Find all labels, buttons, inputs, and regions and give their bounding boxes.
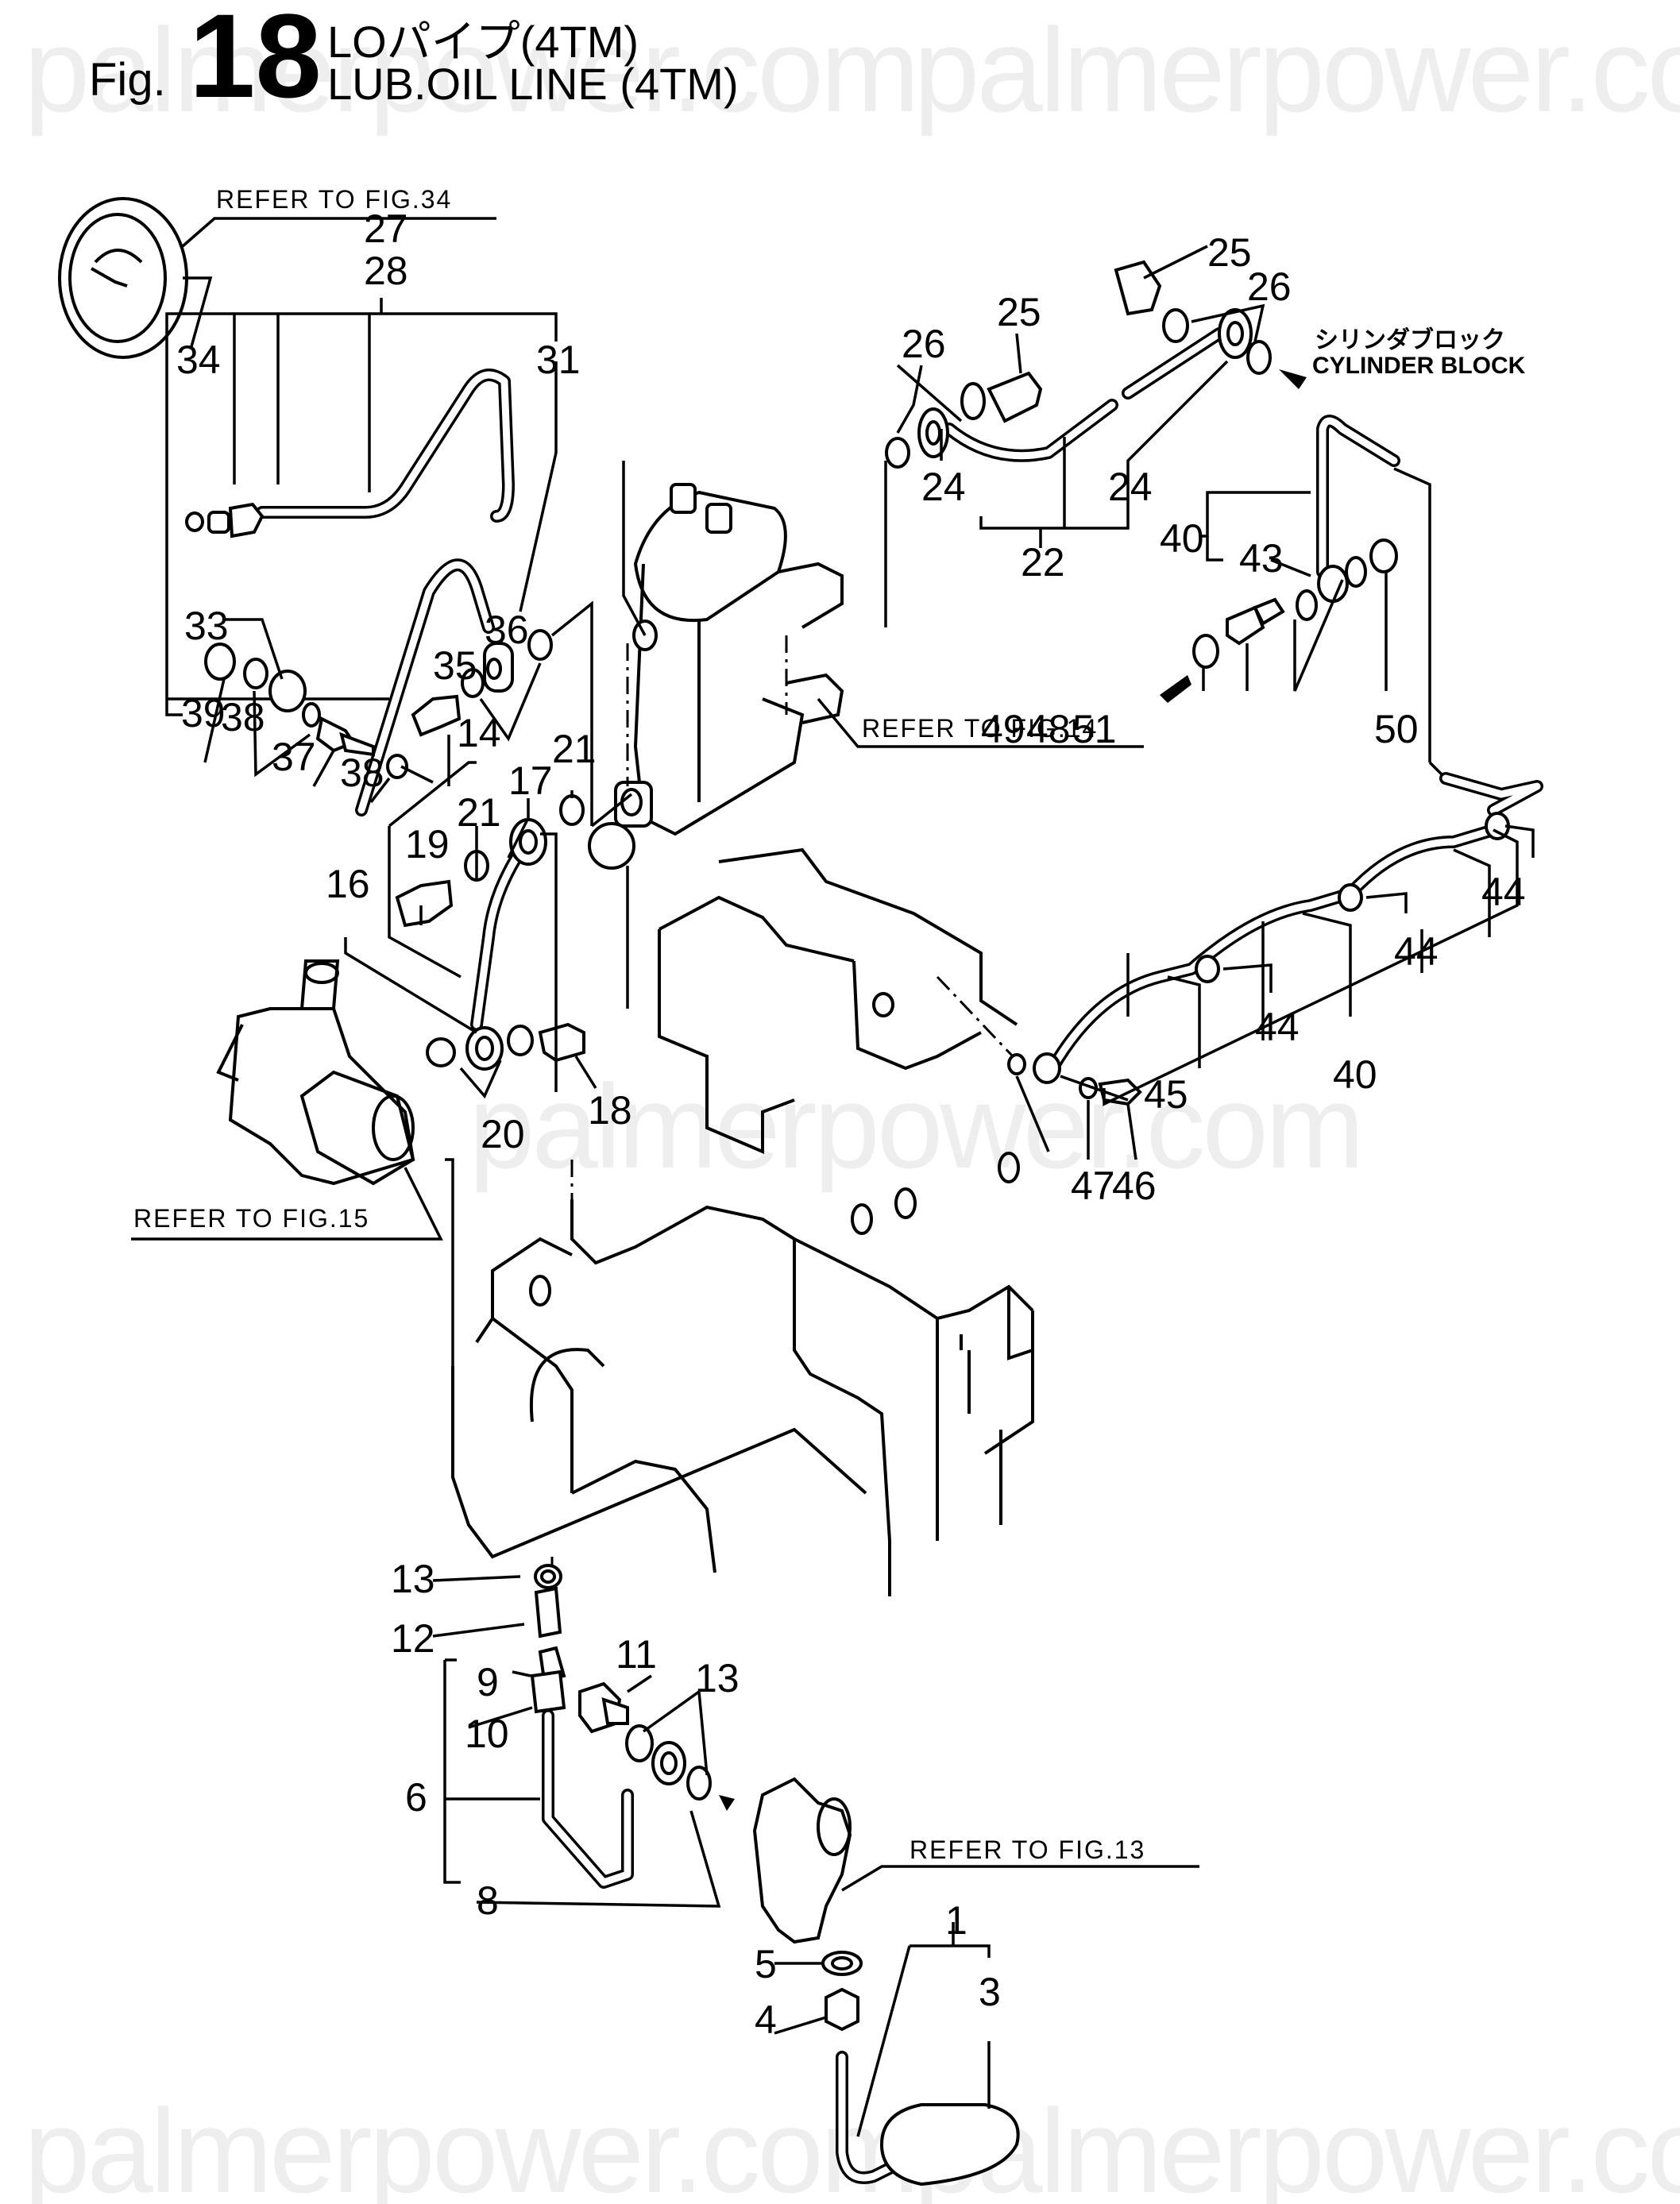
callout-22: 22	[1021, 540, 1065, 585]
engine-block	[451, 847, 1034, 1596]
leader-fig14	[817, 697, 1144, 748]
callout-11: 11	[616, 1632, 657, 1677]
callout-44b: 44	[1394, 929, 1439, 974]
callout-35: 35	[433, 643, 477, 688]
callout-36: 36	[485, 608, 529, 652]
callout-44a: 44	[1481, 870, 1526, 914]
title-prefix: Fig.	[89, 54, 166, 106]
callout-43: 43	[1239, 536, 1284, 581]
callout-50: 50	[1374, 707, 1419, 751]
watermark-top-left: palmerpower.com	[24, 3, 917, 137]
callout-49: 49	[981, 707, 1025, 751]
callout-24b: 24	[1108, 465, 1153, 509]
callout-26b: 26	[902, 322, 946, 366]
callout-47: 47	[1071, 1164, 1115, 1208]
callout-9: 9	[477, 1660, 499, 1704]
callout-5: 5	[755, 1942, 777, 1986]
callout-33: 33	[184, 604, 229, 648]
watermark-bottom-left: palmerpower.com	[24, 2084, 917, 2204]
callout-48: 48	[1026, 707, 1071, 751]
oil-pump	[216, 959, 415, 1186]
callout-28: 28	[364, 249, 408, 293]
callout-45: 45	[1144, 1072, 1188, 1117]
callout-21b: 21	[457, 790, 501, 835]
fuel-filter	[588, 483, 844, 870]
callout-20: 20	[481, 1112, 525, 1156]
callout-14: 14	[457, 711, 501, 755]
cylinder-block-jp: シリンダブロック	[1315, 326, 1505, 353]
figure-title: Fig. 18 LOパイプ(4TM) LUB.OIL LINE (4TM)	[89, 0, 739, 122]
callout-31: 31	[536, 338, 581, 382]
callout-25b: 25	[997, 290, 1041, 334]
callout-4: 4	[755, 1997, 777, 2042]
watermark-bottom-right: palmerpower.com	[913, 2084, 1680, 2204]
callout-6: 6	[405, 1775, 427, 1820]
callout-38a: 38	[221, 695, 265, 739]
refer-fig15: REFER TO FIG.15	[133, 1204, 369, 1233]
callout-26a: 26	[1247, 264, 1292, 309]
callout-10: 10	[465, 1712, 509, 1756]
watermarks: palmerpower.com palmerpower.com palmerpo…	[24, 3, 1680, 2204]
callout-34: 34	[176, 338, 221, 382]
title-english: LUB.OIL LINE (4TM)	[327, 59, 739, 109]
callout-46: 46	[1112, 1164, 1157, 1208]
refer-fig34: REFER TO FIG.34	[216, 185, 452, 214]
callout-12: 12	[391, 1616, 435, 1661]
callout-51: 51	[1072, 707, 1117, 751]
lower-oil-pump	[752, 1777, 852, 1944]
callout-18: 18	[588, 1088, 632, 1133]
callout-40b: 40	[1333, 1052, 1377, 1097]
callout-27: 27	[364, 207, 408, 251]
callout-40a: 40	[1160, 516, 1204, 561]
leader-fig13	[841, 1865, 1199, 1892]
oil-gauge	[58, 197, 188, 359]
callout-3: 3	[979, 1970, 1001, 2014]
leader-fig34	[181, 217, 496, 248]
callout-38b: 38	[340, 751, 384, 795]
watermark-top-right: palmerpower.com	[913, 3, 1680, 137]
callout-39: 39	[181, 691, 226, 735]
callout-25a: 25	[1207, 230, 1252, 275]
cylinder-block-en: CYLINDER BLOCK	[1312, 353, 1526, 379]
refer-fig14: REFER TO FIG.14	[862, 714, 1098, 743]
callout-37: 37	[272, 735, 316, 779]
watermark-middle: palmerpower.com	[469, 1060, 1361, 1193]
leader-fig15	[131, 1167, 443, 1241]
callout-13a: 13	[391, 1557, 435, 1601]
callout-24a: 24	[921, 465, 966, 509]
callout-8: 8	[477, 1878, 499, 1923]
callout-1: 1	[945, 1898, 967, 1943]
refer-fig13: REFER TO FIG.13	[910, 1835, 1145, 1864]
callout-21a: 21	[552, 727, 597, 771]
callout-13b: 13	[695, 1656, 740, 1700]
callouts: 27 28 34 31 33 35 36 39 38 37 38 14 21 1…	[176, 207, 1526, 2042]
callout-19: 19	[405, 822, 450, 867]
title-number: 18	[189, 0, 322, 122]
title-japanese: LOパイプ(4TM)	[327, 17, 639, 67]
callout-16: 16	[326, 862, 370, 906]
callout-17: 17	[508, 758, 553, 803]
callout-44c: 44	[1255, 1005, 1300, 1049]
